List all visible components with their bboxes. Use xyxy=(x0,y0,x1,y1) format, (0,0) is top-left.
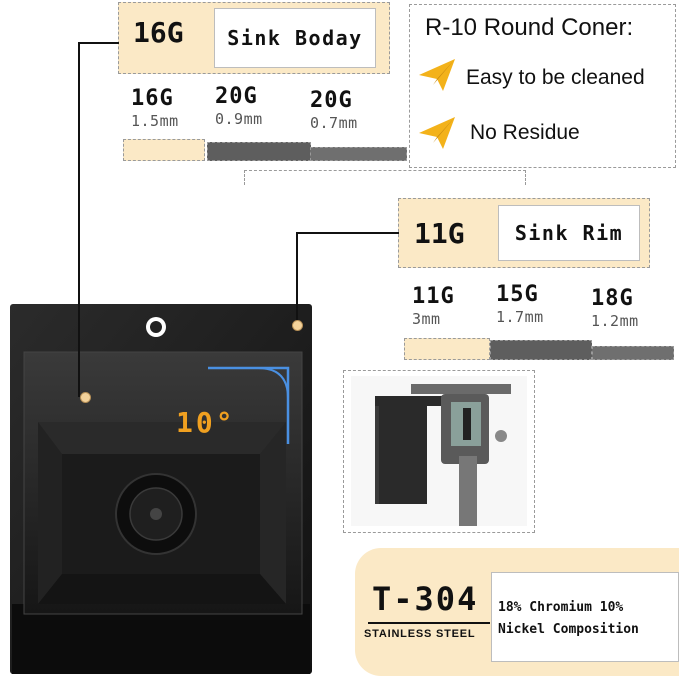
sink-body-gauge: 16G xyxy=(133,16,184,49)
body-point-marker xyxy=(80,392,91,403)
features-title: R-10 Round Coner: xyxy=(425,14,634,41)
rim-option-1-gauge: 11G xyxy=(412,284,455,309)
feature-item-2: No Residue xyxy=(470,121,580,144)
paper-plane-icon xyxy=(417,55,457,95)
material-subtitle: STAINLESS STEEL xyxy=(364,628,476,640)
rim-option-1-thickness: 3mm xyxy=(412,310,441,328)
composition-line-1: 18% Chromium 10% xyxy=(498,600,624,615)
body-bar-16g xyxy=(123,139,205,161)
sink-image xyxy=(10,304,312,674)
rim-bar-11g xyxy=(404,338,490,360)
sink-rim-gauge: 11G xyxy=(414,217,465,250)
caliper-photo-box xyxy=(343,370,535,533)
rim-option-2-gauge: 15G xyxy=(496,282,539,307)
body-option-3-gauge: 20G xyxy=(310,88,353,113)
body-option-2-thickness: 0.9mm xyxy=(215,110,263,128)
rim-option-2-thickness: 1.7mm xyxy=(496,308,544,326)
sink-rim-title: Sink Rim xyxy=(498,205,640,261)
feature-item-1: Easy to be cleaned xyxy=(466,66,645,89)
paper-plane-icon xyxy=(417,113,457,153)
composition-box xyxy=(491,572,679,662)
rim-option-3-thickness: 1.2mm xyxy=(591,312,639,330)
rim-point-marker xyxy=(292,320,303,331)
connector-dotted xyxy=(244,170,526,185)
body-option-2-gauge: 20G xyxy=(215,84,258,109)
rim-option-3-gauge: 18G xyxy=(591,286,634,311)
body-bar-20g-b xyxy=(310,147,407,161)
body-option-3-thickness: 0.7mm xyxy=(310,114,358,132)
sink-body-title: Sink Boday xyxy=(214,8,376,68)
material-grade: T-304 xyxy=(372,580,479,618)
leader-body-vertical xyxy=(78,42,80,397)
composition-line-2: Nickel Composition xyxy=(498,622,639,637)
body-bar-20g-a xyxy=(207,142,311,161)
rim-bar-18g xyxy=(592,346,674,360)
angle-label: 10° xyxy=(176,406,236,439)
body-option-1-thickness: 1.5mm xyxy=(131,112,179,130)
body-option-1-gauge: 16G xyxy=(131,86,174,111)
leader-rim-horizontal xyxy=(296,232,399,234)
leader-body-horizontal xyxy=(78,42,119,44)
material-underline xyxy=(368,622,490,624)
caliper-image xyxy=(351,376,527,526)
rim-bar-15g xyxy=(490,340,592,360)
features-box xyxy=(409,4,676,168)
leader-rim-vertical xyxy=(296,232,298,324)
